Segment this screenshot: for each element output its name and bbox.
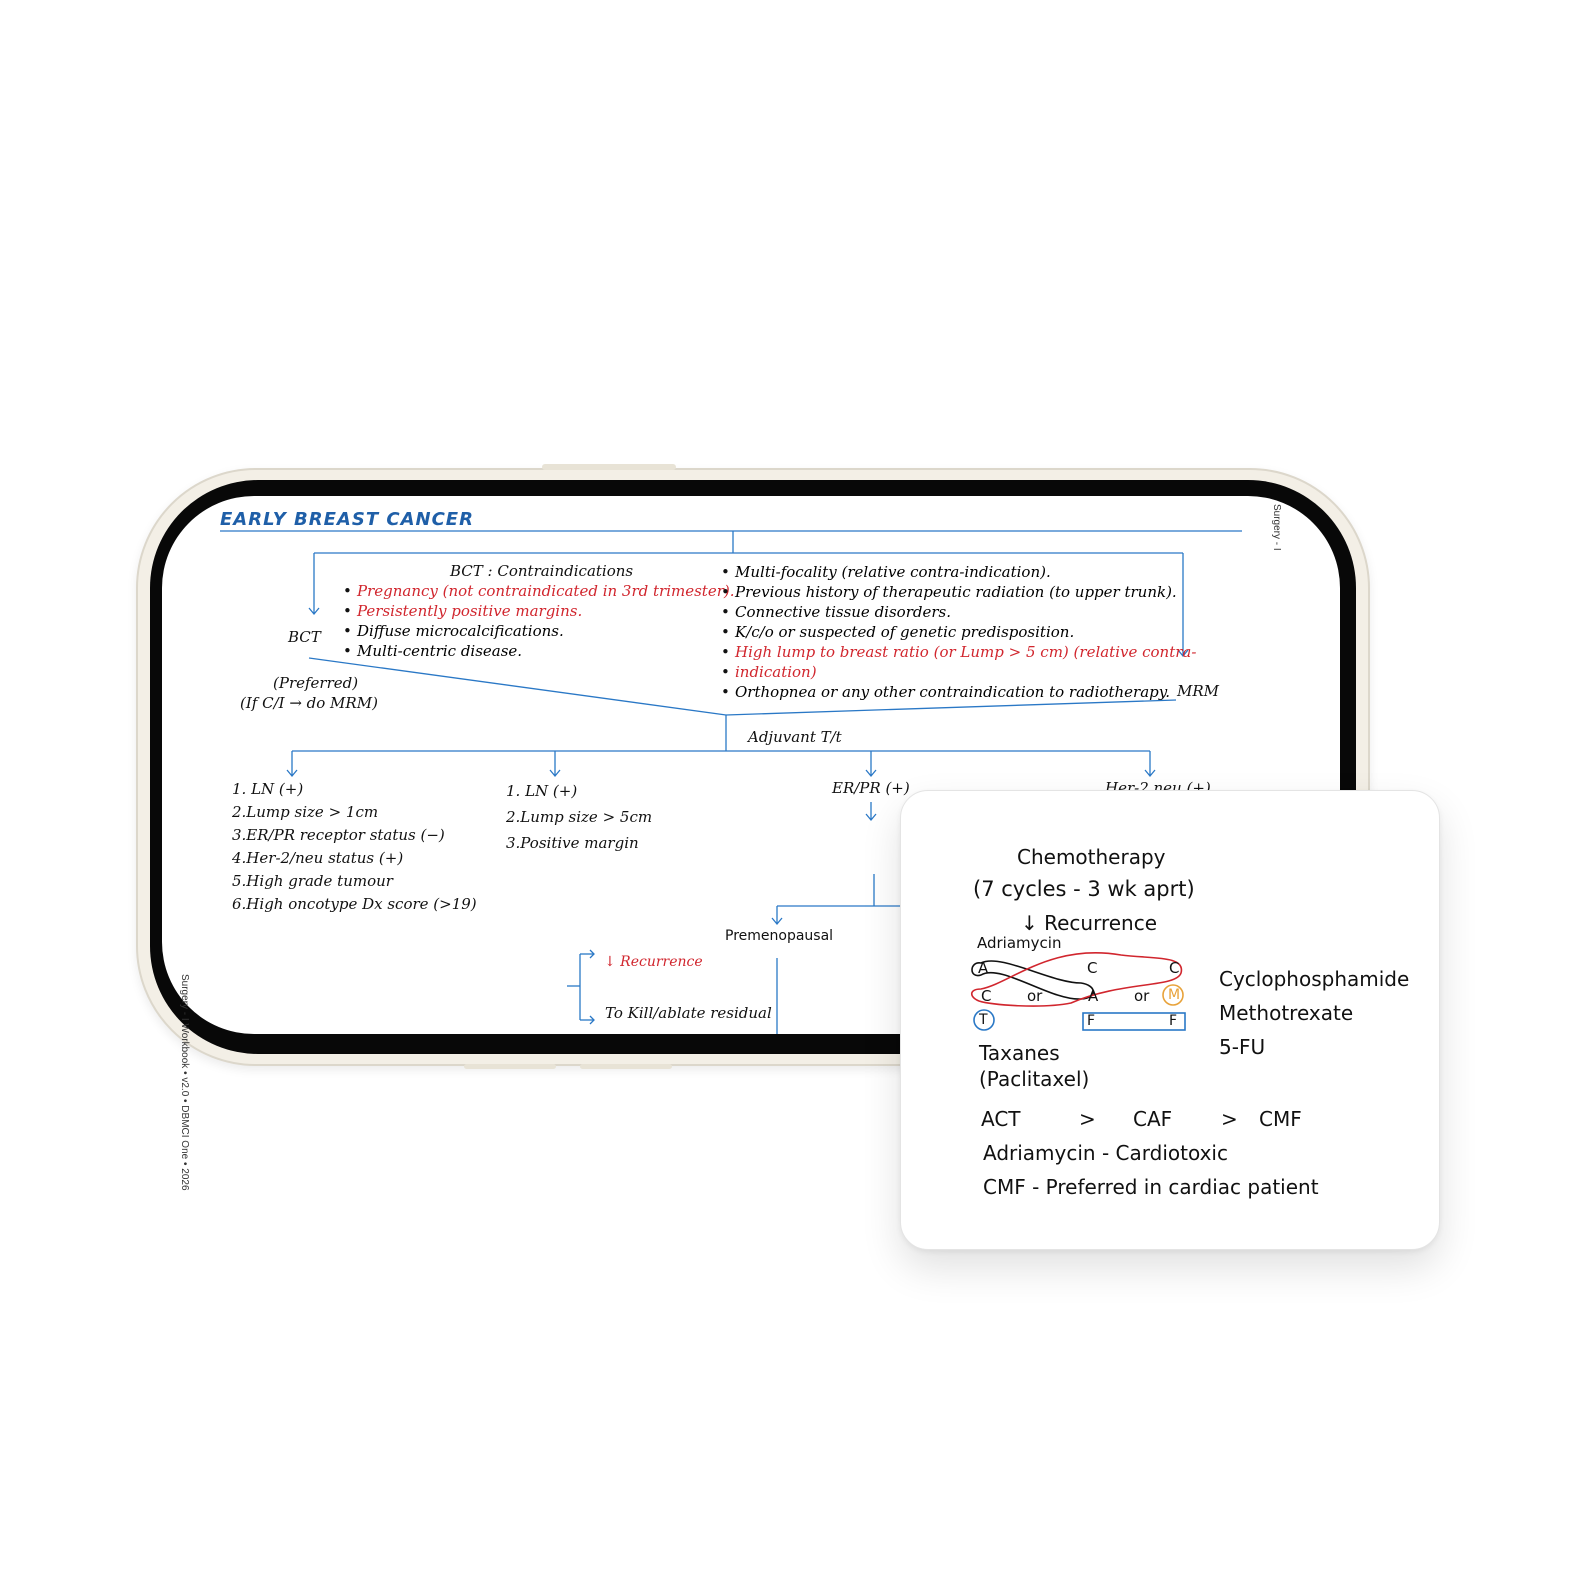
cyclophosphamide-label: Cyclophosphamide (1219, 967, 1410, 991)
diagram-a1: A (978, 959, 989, 977)
contra-left-list: Pregnancy (not contraindicated in 3rd tr… (343, 581, 735, 661)
fu-label: 5-FU (1219, 1035, 1266, 1059)
rank-caf: CAF (1133, 1107, 1173, 1131)
criteria-item: 2.Lump size > 1cm (232, 803, 379, 821)
diagram-c1: C (1087, 959, 1098, 977)
regimen-diagram (970, 952, 1186, 1031)
rank-gt-1: > (1079, 1107, 1096, 1131)
contra-item-cont: indication) (721, 662, 1196, 682)
diagram-a2: A (1088, 987, 1099, 1005)
diagram-or1: or (1027, 987, 1043, 1005)
taxanes-label: Taxanes (979, 1041, 1060, 1065)
criteria-item: 3.ER/PR receptor status (−) (232, 826, 445, 844)
diagram-c3: C (981, 987, 992, 1005)
criteria-item: 3.Positive margin (506, 834, 639, 852)
contra-item: Orthopnea or any other contraindication … (721, 682, 1196, 702)
criteria-item: 1. LN (+) (506, 782, 578, 800)
criteria-item: 4.Her-2/neu status (+) (232, 849, 404, 867)
flowchart-lines (220, 530, 1242, 1034)
phone-button-top (542, 464, 676, 470)
chemo-title: Chemotherapy (1017, 845, 1166, 869)
contra-item: K/c/o or suspected of genetic predisposi… (721, 622, 1196, 642)
adjuvant-label: Adjuvant T/t (748, 728, 842, 746)
rank-act: ACT (981, 1107, 1021, 1131)
rank-gt-2: > (1221, 1107, 1238, 1131)
diagram-c2: C (1169, 959, 1180, 977)
kill-label: To Kill/ablate residual (605, 1004, 772, 1022)
contra-item: Multi-centric disease. (343, 641, 735, 661)
recurrence-label: ↓ Recurrence (604, 954, 703, 970)
criteria-item: 2.Lump size > 5cm (506, 808, 653, 826)
note-cmf-cardiac: CMF - Preferred in cardiac patient (983, 1175, 1319, 1199)
chemo-recurrence: ↓ Recurrence (1021, 911, 1158, 935)
note-cardiotoxic: Adriamycin - Cardiotoxic (983, 1141, 1228, 1165)
methotrexate-label: Methotrexate (1219, 1001, 1354, 1025)
adriamycin-label: Adriamycin (977, 934, 1062, 952)
criteria-item: 5.High grade tumour (232, 872, 393, 890)
contra-right-list: Multi-focality (relative contra-indicati… (721, 562, 1196, 702)
bct-label: BCT (288, 628, 321, 646)
if-ci-label: (If C/I → do MRM) (240, 694, 378, 712)
side-label-right: Surgery - I (1271, 504, 1282, 551)
criteria-item: 6.High oncotype Dx score (>19) (232, 895, 477, 913)
diagram-m: M (1168, 987, 1181, 1003)
paclitaxel-label: (Paclitaxel) (979, 1067, 1090, 1091)
contra-item: Persistently positive margins. (343, 601, 735, 621)
chemo-cycles: (7 cycles - 3 wk aprt) (973, 877, 1195, 901)
side-label-left: Surgery - I Workbook • v2.0 • DBMCI One … (179, 974, 190, 1191)
criteria-item: 1. LN (+) (232, 780, 304, 798)
contra-item: Pregnancy (not contraindicated in 3rd tr… (343, 581, 735, 601)
diagram-or2: or (1134, 987, 1150, 1005)
criteria-list-2: 1. LN (+) 2.Lump size > 5cm 3.Positive m… (506, 778, 652, 856)
page-title: EARLY BREAST CANCER (220, 509, 474, 530)
phone-button-bottom-1 (464, 1064, 556, 1069)
contra-item: High lump to breast ratio (or Lump > 5 c… (721, 642, 1196, 662)
contra-item: Multi-focality (relative contra-indicati… (721, 562, 1196, 582)
rank-cmf: CMF (1259, 1107, 1302, 1131)
contra-item: Diffuse microcalcifications. (343, 621, 735, 641)
criteria-list-1: 1. LN (+) 2.Lump size > 1cm 3.ER/PR rece… (232, 778, 477, 916)
contra-item: Connective tissue disorders. (721, 602, 1196, 622)
contra-item: Previous history of therapeutic radiatio… (721, 582, 1196, 602)
contra-title: BCT : Contraindications (450, 562, 634, 580)
phone-button-bottom-2 (580, 1064, 672, 1069)
er-pr-label: ER/PR (+) (832, 779, 910, 797)
chemo-zoom-card: Chemotherapy (7 cycles - 3 wk aprt) ↓ Re… (900, 790, 1440, 1250)
diagram-f1: F (1087, 1013, 1096, 1029)
preferred-label: (Preferred) (273, 674, 359, 692)
diagram-f2: F (1169, 1013, 1178, 1029)
premenopausal-label: Premenopausal (725, 928, 834, 944)
diagram-t: T (979, 1012, 988, 1028)
